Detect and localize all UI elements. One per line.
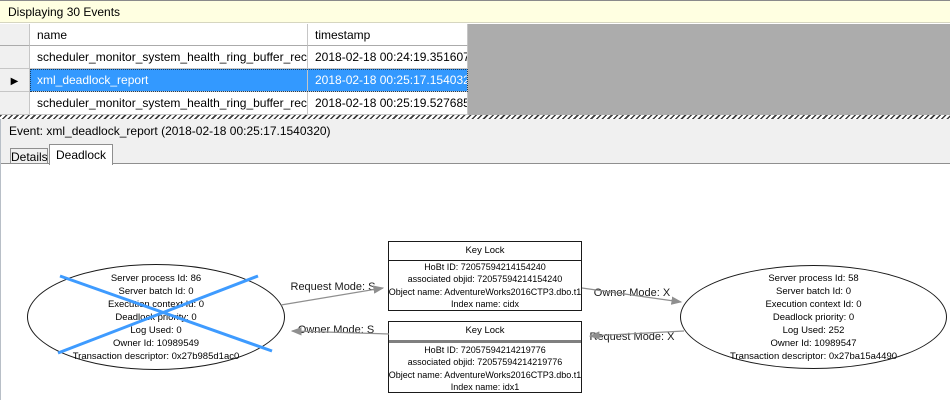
selected-event-summary: Event: xml_deadlock_report (2018-02-18 0… — [9, 124, 331, 138]
event-timestamp: 2018-02-18 00:25:17.1540320 — [315, 73, 468, 87]
process-attr: Server batch Id: 0 — [118, 285, 194, 297]
process-attr: Server process Id: 58 — [768, 272, 859, 284]
events-grid: name timestamp scheduler_monitor_system_… — [0, 24, 950, 115]
resource-attr: Object name: AdventureWorks2016CTP3.dbo.… — [388, 286, 582, 297]
column-header-timestamp-label: timestamp — [315, 28, 371, 42]
column-header-name-label: name — [37, 28, 68, 42]
resource-attr: Object name: AdventureWorks2016CTP3.dbo.… — [388, 369, 582, 380]
column-header-timestamp[interactable]: timestamp — [308, 24, 468, 46]
event-timestamp: 2018-02-18 00:25:19.5276859 — [315, 96, 468, 110]
process-attr: Server batch Id: 0 — [776, 285, 851, 297]
process-attr: Deadlock priority: 0 — [772, 311, 855, 323]
status-text: Displaying 30 Events — [8, 5, 121, 19]
resource-node-keylock-idx1[interactable]: Key Lock HoBt ID: 72057594214219776 asso… — [388, 321, 582, 393]
process-attr: Server process Id: 86 — [110, 272, 202, 284]
edge-label-owner-mode-x: Owner Mode: X — [593, 287, 671, 299]
splitter-handle[interactable] — [0, 115, 950, 119]
resource-attr: associated objid: 72057594214219776 — [407, 357, 563, 367]
table-row-timestamp[interactable]: 2018-02-18 00:24:19.3516078 — [308, 46, 468, 69]
process-node-winner[interactable]: Server process Id: 58 Server batch Id: 0… — [680, 265, 947, 369]
resource-attr: HoBt ID: 72057594214219776 — [424, 344, 546, 355]
grid-corner-cell — [0, 24, 30, 46]
process-attr: Log Used: 0 — [130, 324, 182, 336]
column-header-name[interactable]: name — [30, 24, 308, 46]
tab-deadlock[interactable]: Deadlock — [49, 144, 113, 165]
process-attr: Owner Id: 10989547 — [770, 337, 857, 349]
edge-label-request-mode-x: Request Mode: X — [589, 331, 675, 343]
edge-label-request-mode-s: Request Mode: S — [290, 281, 376, 293]
resource-node-keylock-cidx[interactable]: Key Lock HoBt ID: 72057594214154240 asso… — [388, 241, 582, 311]
table-row-timestamp[interactable]: 2018-02-18 00:25:19.5276859 — [308, 92, 468, 115]
process-attr: Execution context Id: 0 — [765, 298, 862, 310]
row-selector-icon: ▶ — [10, 76, 19, 87]
tab-deadlock-label: Deadlock — [55, 148, 107, 162]
resource-attr: Index name: cidx — [450, 299, 520, 309]
event-name: xml_deadlock_report — [37, 73, 149, 87]
resource-title: Key Lock — [389, 242, 581, 261]
tab-details-label: Details — [11, 150, 48, 164]
process-attr: Deadlock priority: 0 — [115, 311, 197, 323]
event-name: scheduler_monitor_system_health_ring_buf… — [37, 96, 308, 110]
resource-attr: associated objid: 72057594214154240 — [407, 274, 563, 284]
status-bar: Displaying 30 Events — [0, 1, 950, 23]
table-row-name[interactable]: scheduler_monitor_system_health_ring_buf… — [30, 92, 308, 115]
edge-label-owner-mode-s: Owner Mode: S — [297, 324, 375, 336]
row-gutter[interactable] — [0, 46, 30, 69]
process-attr: Execution context Id: 0 — [107, 298, 205, 310]
row-gutter[interactable] — [0, 92, 30, 115]
process-node-victim[interactable]: Server process Id: 86 Server batch Id: 0… — [27, 264, 285, 370]
event-name: scheduler_monitor_system_health_ring_buf… — [37, 50, 308, 64]
process-attr: Owner Id: 10989549 — [112, 337, 200, 349]
resource-attr: HoBt ID: 72057594214154240 — [424, 261, 546, 272]
process-attr: Transaction descriptor: 0x27b985d1ac0 — [72, 350, 240, 362]
process-attr: Transaction descriptor: 0x27ba15a4490 — [729, 350, 898, 362]
resource-attr: Index name: idx1 — [450, 382, 520, 392]
process-attr: Log Used: 252 — [782, 324, 845, 336]
row-gutter-selected[interactable]: ▶ — [0, 69, 30, 92]
event-timestamp: 2018-02-18 00:24:19.3516078 — [315, 50, 468, 64]
tab-details[interactable]: Details — [10, 148, 48, 164]
table-row-timestamp-selected[interactable]: 2018-02-18 00:25:17.1540320 — [308, 69, 468, 92]
table-row-name-selected[interactable]: xml_deadlock_report — [30, 69, 308, 92]
resource-title: Key Lock — [389, 322, 581, 343]
table-row-name[interactable]: scheduler_monitor_system_health_ring_buf… — [30, 46, 308, 69]
